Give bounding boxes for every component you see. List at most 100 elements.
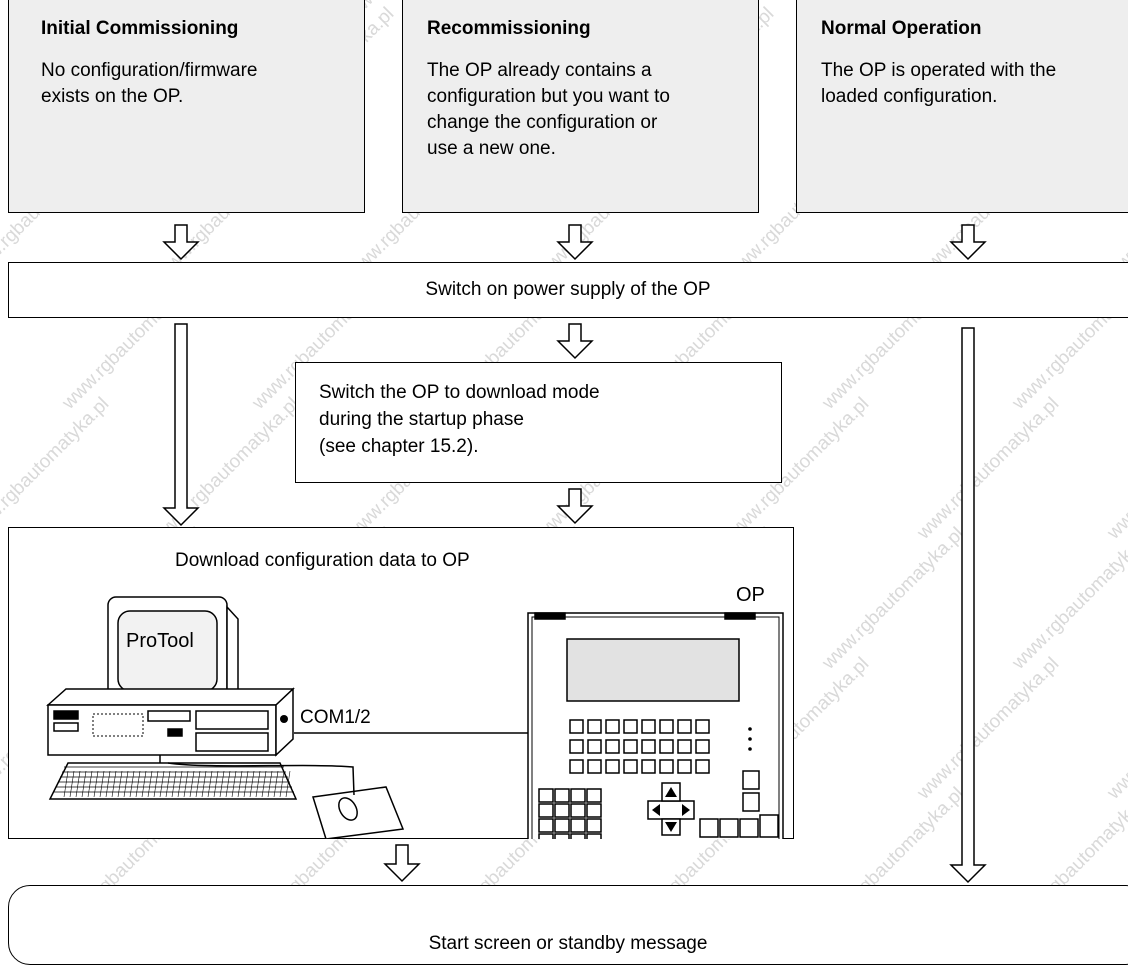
step-label: Download configuration data to OP: [175, 550, 470, 571]
phase-initial-commissioning: Initial Commissioning No configuration/f…: [8, 0, 365, 213]
port-label: COM1/2: [300, 707, 371, 728]
step-label: Switch the OP to download mode during th…: [319, 382, 600, 457]
op-right-arrow: [681, 803, 690, 816]
mouse-pad: [311, 785, 404, 839]
op-numeric-key: [553, 802, 570, 818]
op-function-key: [676, 718, 692, 734]
keyboard-key-col: [201, 770, 206, 797]
op-function-key: [568, 738, 584, 754]
op-function-key: [676, 738, 692, 754]
pc-label-area: [92, 713, 143, 736]
flow-arrow: [556, 224, 594, 261]
keyboard-key-col: [99, 770, 104, 797]
monitor-label: ProTool: [126, 630, 194, 652]
op-numeric-key: [537, 817, 554, 833]
op-function-key: [568, 758, 584, 774]
step-power-on: Switch on power supply of the OP: [8, 262, 1128, 318]
op-numeric-key: [569, 802, 586, 818]
pc-top: [45, 687, 295, 706]
keyboard-key-col: [267, 770, 272, 797]
pc-button: [166, 727, 183, 737]
keyboard-key-col: [141, 770, 146, 797]
keyboard-key-col: [219, 770, 224, 797]
pc-to-op-illustration: [45, 595, 784, 839]
keyboard: [48, 761, 297, 800]
keyboard-key-col: [207, 770, 212, 797]
keyboard-key-col: [249, 770, 254, 797]
keyboard-key-col: [111, 770, 116, 797]
keyboard-key-col: [153, 770, 158, 797]
keyboard-key-col: [63, 770, 68, 797]
op-numeric-key: [537, 787, 554, 803]
drive-bay: [194, 731, 269, 752]
op-function-key: [694, 738, 710, 754]
drive-bay: [194, 709, 269, 730]
flow-arrow: [162, 224, 200, 261]
step-label: Switch on power supply of the OP: [425, 279, 711, 300]
op-function-key: [604, 758, 620, 774]
op-numeric-key: [569, 787, 586, 803]
op-numeric-key: [585, 802, 602, 818]
power-led: [279, 714, 288, 723]
op-clip: [723, 611, 756, 620]
op-function-key: [568, 718, 584, 734]
op-up-arrow: [664, 786, 677, 797]
keyboard-key-col: [165, 770, 170, 797]
keyboard-key-col: [93, 770, 98, 797]
op-function-key: [622, 738, 638, 754]
keyboard-key-col: [129, 770, 134, 797]
op-function-key: [658, 738, 674, 754]
op-function-key: [586, 738, 602, 754]
keyboard-key-col: [147, 770, 152, 797]
op-numeric-key: [553, 817, 570, 833]
op-key: [741, 769, 760, 790]
op-function-key: [622, 758, 638, 774]
op-function-key: [658, 718, 674, 734]
op-down-arrow: [664, 821, 677, 832]
keyboard-key-col: [237, 770, 242, 797]
keyboard-key-col: [231, 770, 236, 797]
keyboard-key-col: [279, 770, 284, 797]
op-function-key: [676, 758, 692, 774]
op-numeric-key: [585, 832, 602, 839]
op-clip: [533, 611, 566, 620]
op-numeric-key: [569, 832, 586, 839]
op-function-key: [622, 718, 638, 734]
op-function-key: [694, 758, 710, 774]
flow-arrow: [949, 327, 987, 884]
op-numeric-key: [585, 787, 602, 803]
op-function-key: [694, 718, 710, 734]
phase-recommissioning: Recommissioning The OP already contains …: [402, 0, 759, 213]
phase-normal-operation: Normal Operation The OP is operated with…: [796, 0, 1128, 213]
step-download-mode: Switch the OP to download mode during th…: [295, 362, 782, 483]
keyboard-key-col: [243, 770, 248, 797]
step-end: Start screen or standby message: [8, 885, 1128, 965]
keyboard-key-col: [183, 770, 188, 797]
op-numeric-key: [537, 832, 554, 839]
device-label: OP: [736, 584, 765, 606]
keyboard-key-col: [213, 770, 218, 797]
flow-arrow: [556, 488, 594, 525]
keyboard-key-col: [255, 770, 260, 797]
keyboard-key-col: [69, 770, 74, 797]
mouse-cable: [167, 761, 355, 795]
pc-slot: [52, 721, 79, 732]
op-numeric-key: [585, 817, 602, 833]
keyboard-key-col: [123, 770, 128, 797]
op-numeric-key: [569, 817, 586, 833]
pc-badge: [52, 709, 79, 720]
op-function-key: [604, 718, 620, 734]
flow-arrow: [383, 844, 421, 883]
phase-description: The OP already contains a configuration …: [427, 60, 670, 159]
phase-title: Normal Operation: [821, 18, 982, 39]
op-bezel: [531, 616, 779, 839]
op-key: [741, 791, 760, 812]
op-function-key: [586, 758, 602, 774]
op-function-key: [640, 758, 656, 774]
keyboard-key-col: [81, 770, 86, 797]
mouse: [337, 796, 358, 821]
op-led: [747, 726, 752, 731]
flow-arrow: [162, 323, 200, 527]
floppy-drive: [146, 709, 191, 722]
